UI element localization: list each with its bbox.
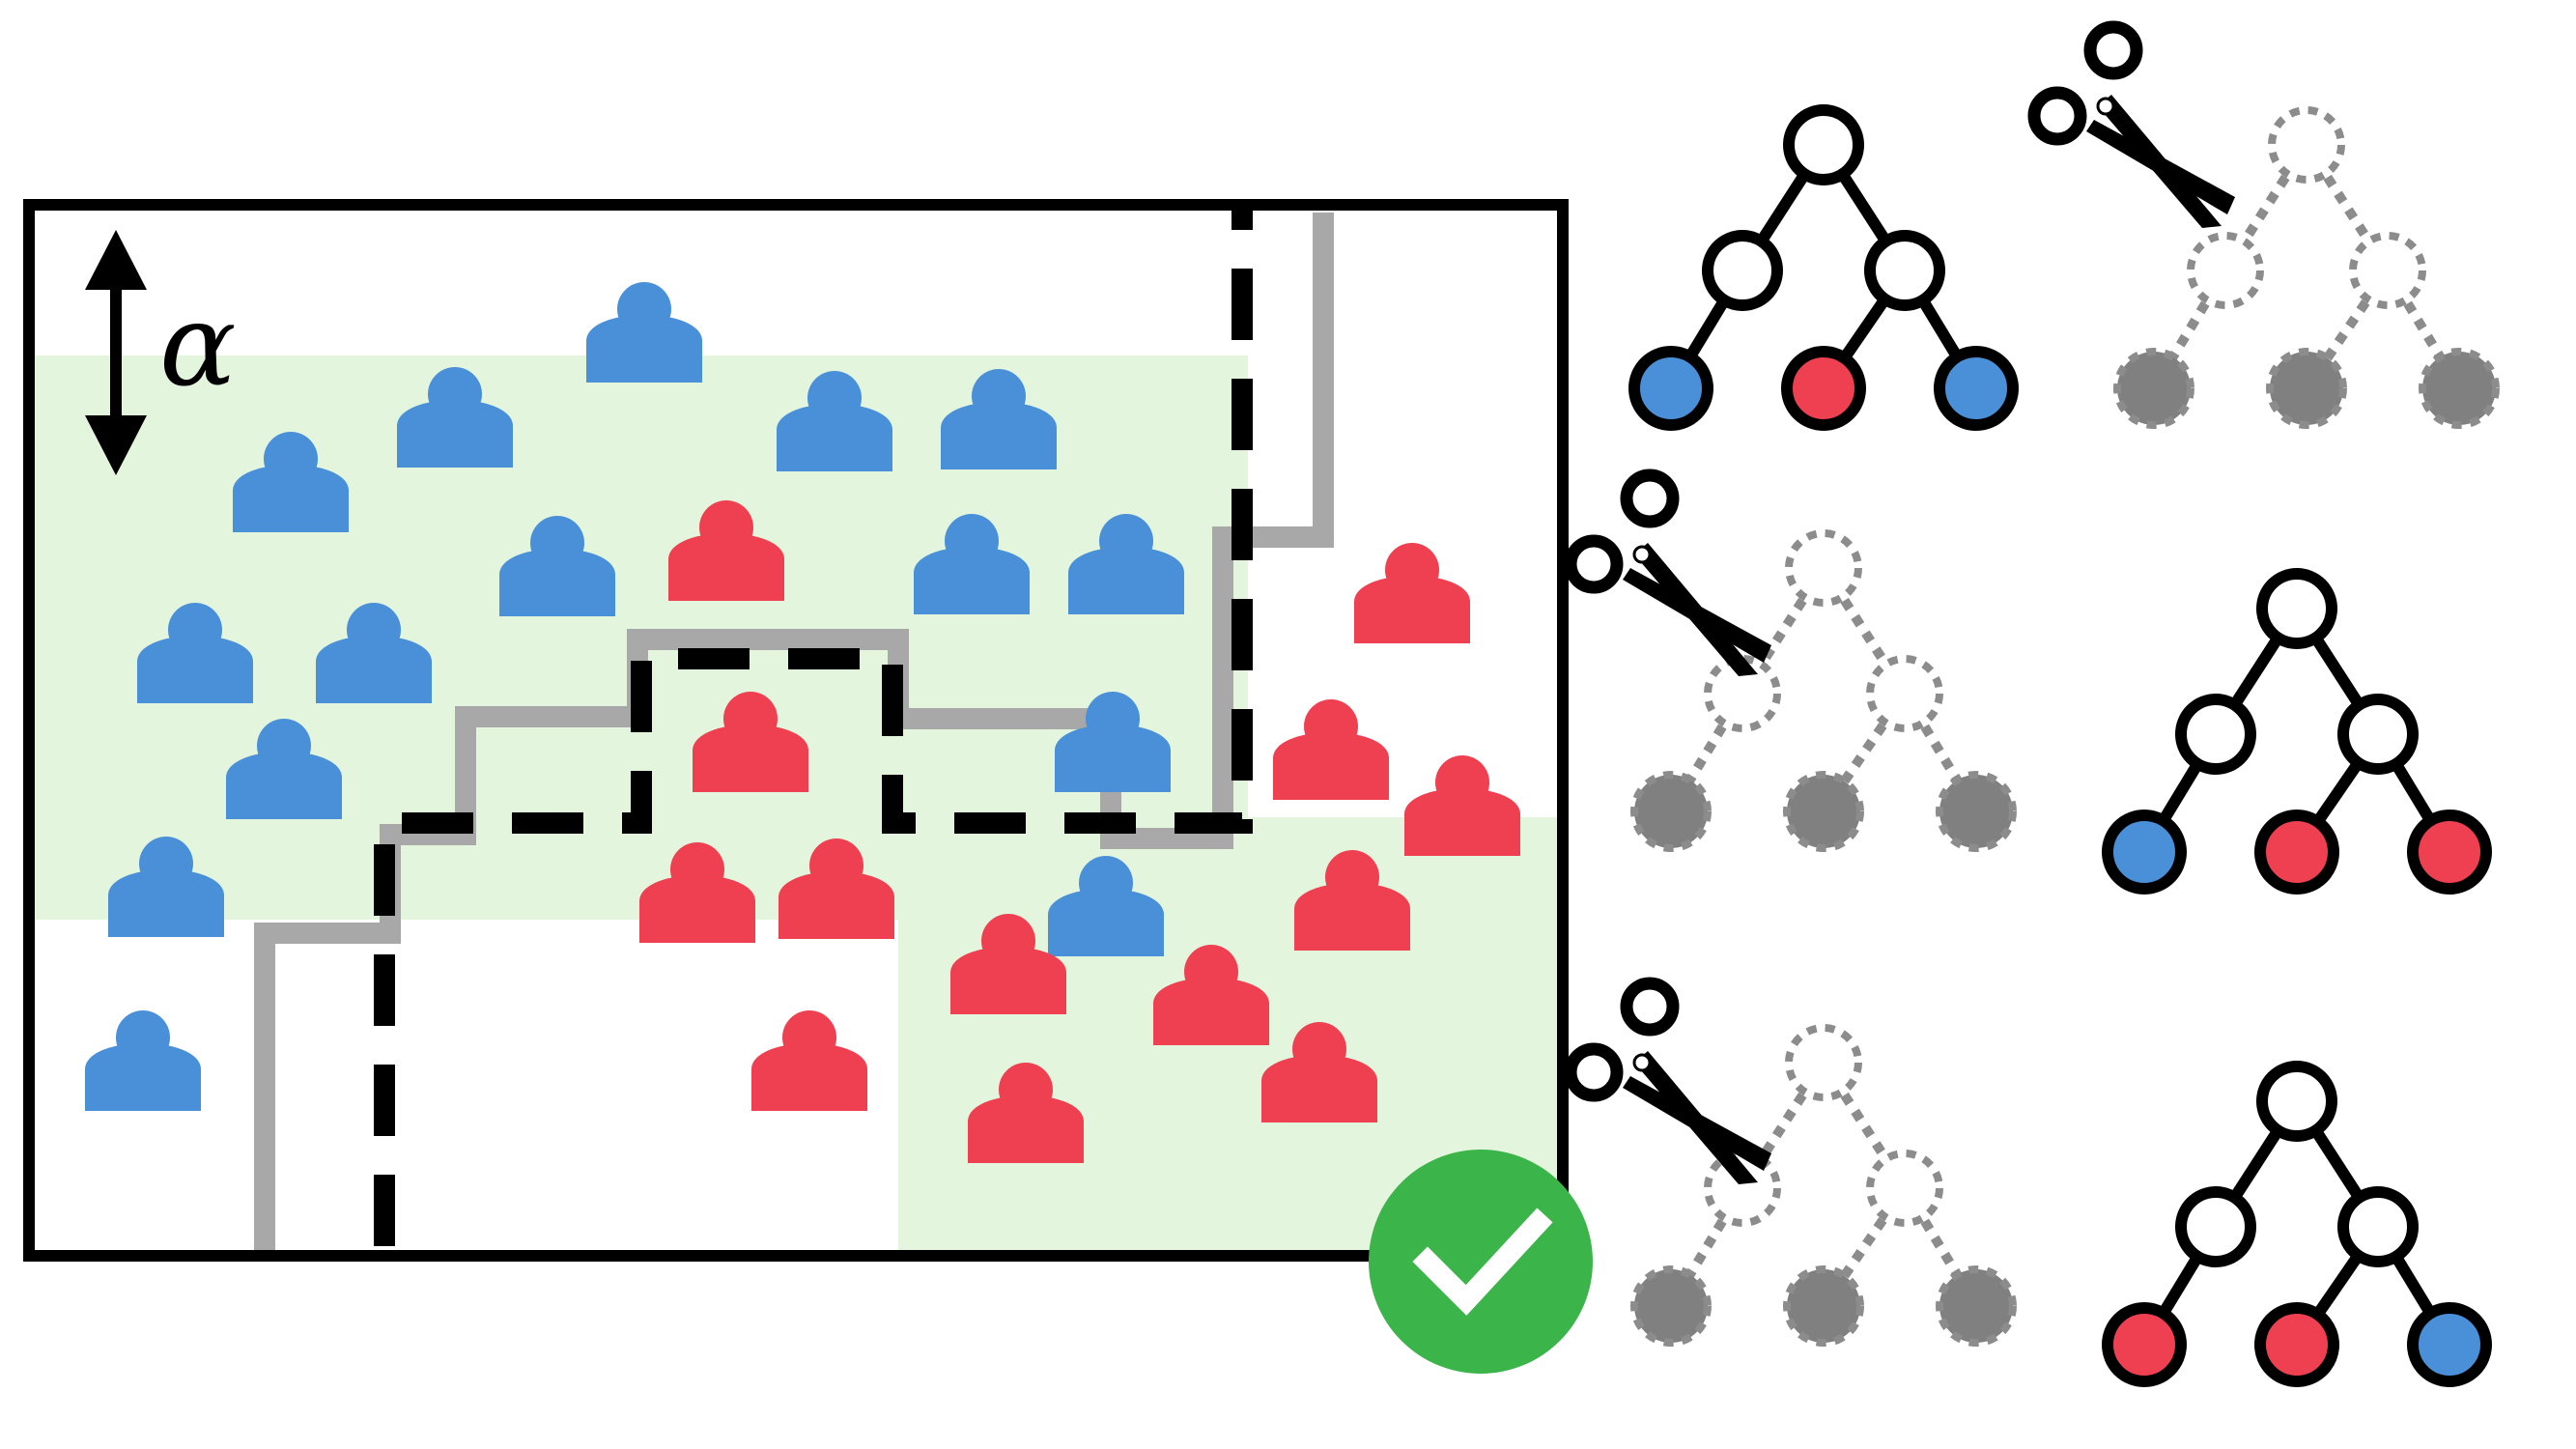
tree-internal-node [1866, 1150, 1943, 1227]
tree-leaf-node-blue [1628, 346, 1713, 431]
classification-panel: α [23, 199, 1569, 1262]
tree-leaf-node-red [1781, 346, 1866, 431]
tree-internal-node [2268, 106, 2345, 184]
tree-leaf-node-blue [1934, 346, 2019, 431]
tree-internal-node [1866, 655, 1943, 732]
tree-leaf-node-grey [2419, 348, 2500, 429]
tree-internal-node [1704, 655, 1781, 732]
decision-tree-3-pruned [1630, 529, 2017, 852]
tree-leaf-node-red [2407, 810, 2492, 895]
tree-leaf-node-red [2254, 810, 2339, 895]
tree-leaf-node-grey [1783, 1265, 1864, 1347]
tree-internal-node [2187, 232, 2264, 309]
tree-leaf-node-grey [1783, 771, 1864, 852]
tree-internal-node [2256, 1061, 2337, 1142]
tree-internal-node [1864, 230, 1945, 311]
tree-leaf-node-red [2254, 1302, 2339, 1387]
tree-internal-node [2349, 232, 2426, 309]
tree-leaf-node-red [2102, 1302, 2187, 1387]
tree-leaf-node-grey [2113, 348, 2194, 429]
decision-tree-1-kept [1628, 104, 2019, 431]
scissors-icon [2034, 27, 2235, 228]
tree-internal-node [2256, 568, 2337, 649]
decision-tree-5-pruned [1630, 1024, 2017, 1347]
tree-leaf-node-blue [2407, 1302, 2492, 1387]
tree-internal-node [1702, 230, 1783, 311]
tree-leaf-node-blue [2102, 810, 2187, 895]
trees-layer [1571, 27, 2500, 1387]
scissors-icon [1571, 475, 1771, 676]
tree-internal-node [1783, 104, 1864, 185]
checkmark-badge-icon [1369, 1150, 1593, 1374]
tree-leaf-node-grey [2266, 348, 2347, 429]
tree-leaf-node-grey [1936, 1265, 2017, 1347]
tree-internal-node [2175, 694, 2256, 775]
black-dashed-boundary-line [374, 211, 1253, 1246]
scissors-icon [1571, 983, 1771, 1184]
tree-internal-node [1704, 1150, 1781, 1227]
tree-internal-node [2337, 1186, 2419, 1267]
black-dashed-boundary [374, 211, 1253, 1246]
tree-leaf-node-grey [1936, 771, 2017, 852]
double-arrow-icon [85, 230, 147, 475]
alpha-label: α [159, 278, 237, 412]
decision-tree-6-kept [2102, 1061, 2492, 1387]
tree-internal-node [1785, 529, 1862, 607]
tree-leaf-node-grey [1630, 1265, 1712, 1347]
tree-leaf-node-grey [1630, 771, 1712, 852]
tree-internal-node [2175, 1186, 2256, 1267]
tree-internal-node [1785, 1024, 1862, 1101]
panel-border [23, 199, 1569, 1262]
decision-tree-4-kept [2102, 568, 2492, 895]
decision-tree-2-pruned [2113, 106, 2500, 429]
tree-internal-node [2337, 694, 2419, 775]
alpha-control: α [85, 230, 237, 475]
